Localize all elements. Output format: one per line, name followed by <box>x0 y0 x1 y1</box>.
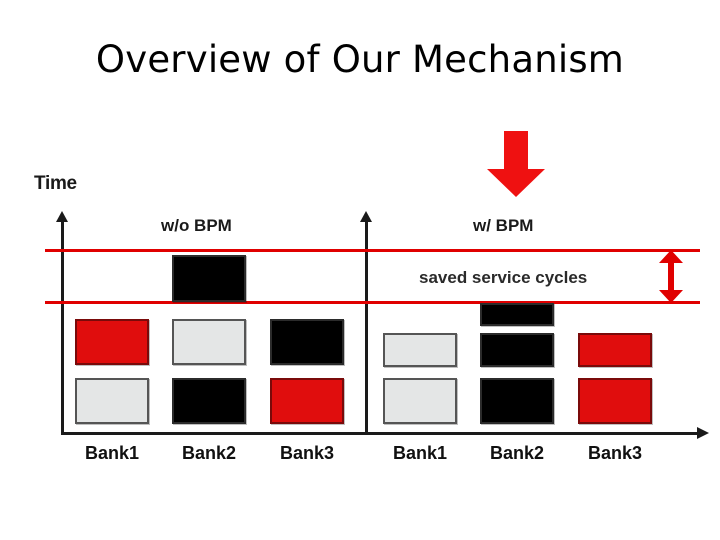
y-axis-label: Time <box>34 173 77 194</box>
arrow-stem <box>504 131 528 171</box>
y-axis-arrow-icon-left <box>56 211 68 222</box>
block-w-bank3-lower <box>578 378 652 424</box>
bank-label-wo-2: Bank2 <box>181 443 237 463</box>
block-w-bank2-lower <box>480 378 554 424</box>
block-wo-bank1-lower <box>75 378 149 424</box>
upper-threshold-line <box>45 249 700 252</box>
red-down-arrow-icon <box>487 131 545 197</box>
bank-label-w-3: Bank3 <box>587 443 643 463</box>
page-title: Overview of Our Mechanism <box>95 38 625 81</box>
saved-service-cycles-label: saved service cycles <box>419 268 588 287</box>
y-axis-line-left <box>61 221 64 434</box>
block-w-bank1-upper <box>383 333 457 367</box>
arrow-head <box>487 169 545 197</box>
red-double-headed-arrow-icon <box>656 250 686 303</box>
x-axis-line <box>61 432 699 435</box>
y-axis-arrow-icon-middle <box>360 211 372 222</box>
arrow-stem <box>668 257 674 296</box>
block-wo-bank2-lower <box>172 378 246 424</box>
x-axis-arrow-icon <box>697 427 709 439</box>
block-w-bank2-top <box>480 303 554 326</box>
panel-label-wo-bpm: w/o BPM <box>161 216 232 235</box>
block-wo-bank3-upper <box>270 319 344 365</box>
bank-label-wo-1: Bank1 <box>84 443 140 463</box>
arrow-head-up <box>659 250 683 263</box>
bank-label-wo-3: Bank3 <box>279 443 335 463</box>
y-axis-line-middle <box>365 221 368 434</box>
block-w-bank3-upper <box>578 333 652 367</box>
arrow-head-down <box>659 290 683 303</box>
block-wo-bank1-upper <box>75 319 149 365</box>
block-wo-bank2-upper <box>172 319 246 365</box>
block-w-bank1-lower <box>383 378 457 424</box>
bank-label-w-1: Bank1 <box>392 443 448 463</box>
bank-label-w-2: Bank2 <box>489 443 545 463</box>
block-wo-bank2-top <box>172 255 246 302</box>
lower-threshold-line <box>45 301 700 304</box>
block-wo-bank3-lower <box>270 378 344 424</box>
block-w-bank2-upper <box>480 333 554 367</box>
panel-label-w-bpm: w/ BPM <box>473 216 534 235</box>
